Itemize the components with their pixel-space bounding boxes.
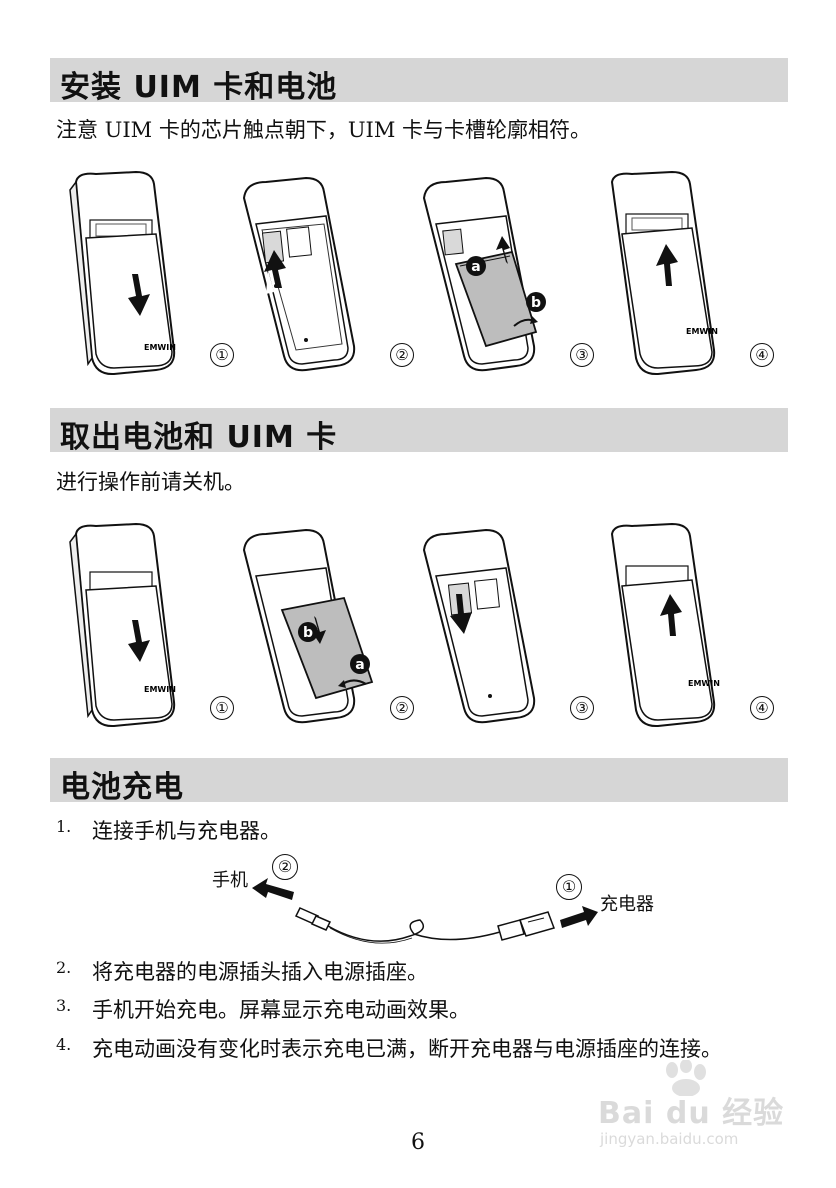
baidu-watermark: Bai du 经验 jingyan.baidu.com <box>590 1060 790 1160</box>
step-number: ③ <box>570 343 594 367</box>
install-step-4-illustration: EMWIN ④ <box>596 168 776 378</box>
section-title: 取出电池和 UIM 卡 <box>60 420 338 455</box>
remove-step-3-illustration: ③ <box>416 520 596 730</box>
step-number: ④ <box>750 696 774 720</box>
remove-step-2-illustration: b a ② <box>236 520 416 730</box>
list-number: 4. <box>56 1035 72 1054</box>
list-text: 将充电器的电源插头插入电源插座。 <box>92 960 428 984</box>
marker-b: b <box>531 295 541 311</box>
install-steps: EMWIN ① ② a b <box>56 168 796 378</box>
remove-note: 进行操作前请关机。 <box>56 470 245 494</box>
step-number: ② <box>390 343 414 367</box>
section-title: 安装 UIM 卡和电池 <box>60 70 338 105</box>
install-step-3-illustration: a b ③ <box>416 168 596 378</box>
list-text: 连接手机与充电器。 <box>92 819 281 843</box>
step-2-marker: ② <box>272 854 298 880</box>
step-number: ③ <box>570 696 594 720</box>
remove-steps: EMWIN ① b a ② ③ <box>56 520 796 730</box>
charger-label: 充电器 <box>600 894 654 915</box>
step-number: ④ <box>750 343 774 367</box>
marker-a: a <box>471 259 480 275</box>
watermark-brand: Bai du 经验 <box>598 1096 785 1131</box>
phone-brand-label: EMWIN <box>144 343 176 352</box>
charging-diagram: 手机 ② ① 充电器 <box>200 850 670 950</box>
remove-step-1-illustration: EMWIN ① <box>56 520 236 730</box>
phone-brand-label: EMWIN <box>688 679 720 688</box>
install-note: 注意 UIM 卡的芯片触点朝下，UIM 卡与卡槽轮廓相符。 <box>56 118 592 142</box>
list-text: 手机开始充电。屏幕显示充电动画效果。 <box>92 998 470 1022</box>
marker-b: b <box>303 625 313 641</box>
list-item: 4. 充电动画没有变化时表示充电已满，断开充电器与电源插座的连接。 <box>56 1032 796 1104</box>
list-text: 充电动画没有变化时表示充电已满，断开充电器与电源插座的连接。 <box>92 1037 722 1061</box>
phone-brand-label: EMWIN <box>144 685 176 694</box>
section-title: 电池充电 <box>60 770 184 805</box>
list-number: 3. <box>56 996 72 1015</box>
list-number: 1. <box>56 817 72 836</box>
phone-label: 手机 <box>212 870 248 891</box>
marker-a: a <box>355 657 364 673</box>
step-1-marker: ① <box>556 874 582 900</box>
list-item: 1. 连接手机与充电器。 <box>56 814 796 848</box>
step-number: ① <box>210 343 234 367</box>
install-step-1-illustration: EMWIN ① <box>56 168 236 378</box>
list-number: 2. <box>56 958 72 977</box>
section-header-remove: 取出电池和 UIM 卡 <box>50 408 788 455</box>
step-number: ② <box>390 696 414 720</box>
step-number: ① <box>210 696 234 720</box>
watermark-url: jingyan.baidu.com <box>600 1130 739 1148</box>
section-header-install: 安装 UIM 卡和电池 <box>50 58 788 105</box>
page-number: 6 <box>411 1130 425 1155</box>
list-item: 2. 将充电器的电源插头插入电源插座。 <box>56 955 796 989</box>
phone-brand-label: EMWIN <box>686 327 718 336</box>
remove-step-4-illustration: EMWIN ④ <box>596 520 776 730</box>
install-step-2-illustration: ② <box>236 168 416 378</box>
section-header-charging: 电池充电 <box>50 758 788 805</box>
list-item: 3. 手机开始充电。屏幕显示充电动画效果。 <box>56 993 796 1027</box>
